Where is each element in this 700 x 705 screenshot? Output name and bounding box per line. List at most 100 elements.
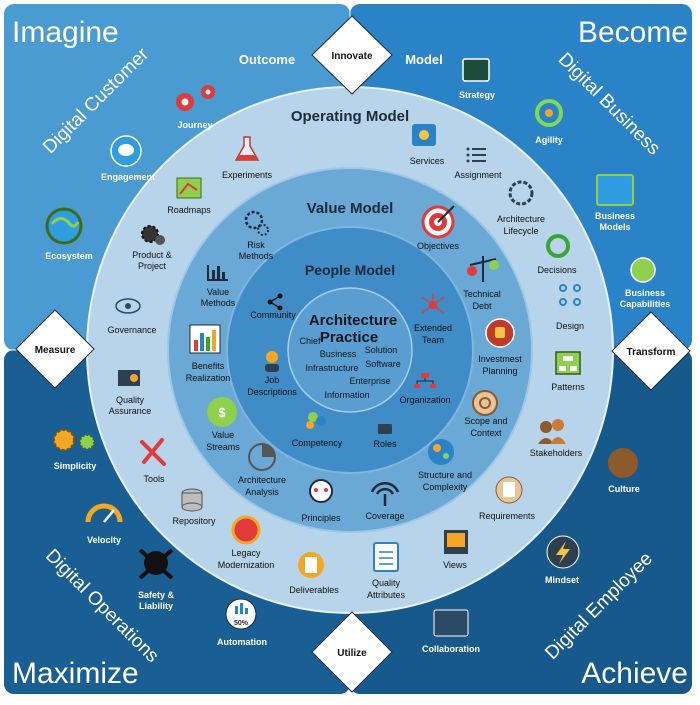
item-design[interactable]: Design — [556, 284, 584, 331]
item-roles[interactable]: Roles — [373, 424, 397, 449]
item-scope-context[interactable]: Scope and Context — [464, 390, 508, 438]
chart-icon — [118, 370, 140, 386]
principles-icon — [309, 479, 333, 503]
job-descriptions-label-1: Job — [265, 375, 280, 385]
eye-icon — [115, 298, 141, 314]
center-word-software: Software — [365, 359, 401, 369]
item-value-streams[interactable]: $ Value Streams — [206, 397, 240, 452]
item-safety-liability[interactable]: Safety & Liability — [138, 548, 175, 611]
center-word-business: Business — [320, 349, 357, 359]
group-icon — [308, 412, 318, 422]
diamond-transform[interactable]: Transform — [611, 311, 691, 391]
item-quality-attributes[interactable]: Quality Attributes — [367, 542, 406, 600]
risk-methods-label-1: Risk — [247, 240, 265, 250]
item-value-methods[interactable]: Value Methods — [201, 265, 236, 308]
assignment-label: Assignment — [454, 170, 502, 180]
item-benefits-realization[interactable]: Benefits Realization — [186, 324, 231, 383]
item-coverage[interactable]: Coverage — [365, 482, 405, 521]
item-assignment[interactable]: Assignment — [454, 147, 502, 181]
item-mindset[interactable]: Mindset — [545, 535, 580, 585]
investment-label-1: Investmest — [478, 354, 522, 364]
item-business-models[interactable]: Business Models — [595, 174, 635, 232]
investment-label-2: Planning — [482, 366, 517, 376]
tools-label: Tools — [143, 474, 165, 484]
services-label: Services — [410, 156, 445, 166]
item-ecosystem[interactable]: Ecosystem — [45, 207, 93, 261]
money-icon — [207, 397, 237, 427]
value-methods-label-2: Methods — [201, 298, 236, 308]
views-label: Views — [443, 560, 467, 570]
ring-title-operating: Operating Model — [291, 108, 409, 125]
deliverables-label: Deliverables — [289, 585, 339, 595]
item-competency[interactable]: Competency — [292, 412, 343, 448]
item-quality-assurance[interactable]: Quality Assurance — [109, 370, 152, 416]
center-word-infrastructure: Infrastructure — [305, 363, 358, 373]
item-velocity[interactable]: Velocity — [85, 503, 123, 545]
item-requirements[interactable]: Requirements — [479, 476, 536, 521]
item-extended-team[interactable]: Extended Team — [414, 293, 452, 345]
item-product-project[interactable]: Product & Project — [132, 225, 172, 271]
item-strategy[interactable]: Strategy — [459, 58, 495, 100]
diamond-measure[interactable]: Measure — [15, 309, 95, 389]
job-descriptions-label-2: Descriptions — [247, 387, 297, 397]
item-community[interactable]: Community — [250, 293, 296, 321]
diamond-innovate[interactable]: Innovate — [311, 15, 393, 95]
clipboard-icon — [373, 542, 399, 572]
quality-assurance-label-1: Quality — [116, 395, 145, 405]
worker-icon — [266, 351, 278, 363]
item-stakeholders[interactable]: Stakeholders — [530, 419, 583, 458]
strategy-icon — [462, 58, 490, 82]
risk-methods-label-2: Methods — [239, 251, 274, 261]
velocity-label: Velocity — [87, 535, 121, 545]
benefits-label-2: Realization — [186, 373, 231, 383]
item-patterns[interactable]: Patterns — [551, 351, 585, 392]
item-engagement[interactable]: Engagement — [101, 135, 155, 182]
item-structure-complexity[interactable]: Structure and Complexity — [418, 439, 472, 492]
item-collaboration[interactable]: Collaboration — [422, 609, 480, 654]
roles-icon — [378, 424, 392, 434]
item-services[interactable]: Services — [410, 124, 445, 166]
item-principles[interactable]: Principles — [301, 479, 341, 523]
item-risk-methods[interactable]: Risk Methods — [239, 210, 274, 261]
agility-label: Agility — [535, 135, 563, 145]
scope-label-2: Context — [470, 428, 502, 438]
item-decisions[interactable]: Decisions — [537, 234, 577, 275]
item-agility[interactable]: Agility — [535, 99, 563, 145]
roles-label: Roles — [373, 439, 397, 449]
item-experiments[interactable]: Experiments — [222, 136, 273, 180]
item-simplicity[interactable]: Simplicity — [53, 429, 97, 471]
item-automation[interactable]: 50% Automation — [217, 598, 267, 647]
item-investment-planning[interactable]: Investmest Planning — [478, 318, 522, 376]
item-organization[interactable]: Organization — [399, 373, 451, 405]
item-architecture-analysis[interactable]: Architecture Analysis — [238, 443, 286, 497]
culture-icon — [608, 448, 638, 478]
architecture-lifecycle-label-2: Lifecycle — [503, 226, 538, 236]
item-technical-debt[interactable]: Technical Debt — [463, 256, 501, 311]
globe-icon — [45, 207, 83, 245]
item-roadmaps[interactable]: Roadmaps — [167, 177, 211, 215]
item-views[interactable]: Views — [443, 530, 468, 570]
item-objectives[interactable]: Objectives — [417, 205, 460, 251]
scope-icon — [472, 390, 498, 416]
patterns-label: Patterns — [551, 382, 585, 392]
item-tools[interactable]: Tools — [140, 438, 166, 484]
center-title-1: Architecture — [309, 312, 397, 329]
automation-label: Automation — [217, 637, 267, 647]
svg-text:$: $ — [218, 405, 226, 420]
journey-label: Journey — [177, 120, 212, 130]
collaboration-label: Collaboration — [422, 644, 480, 654]
item-architecture-lifecycle[interactable]: Architecture Lifecycle — [497, 180, 545, 236]
item-culture[interactable]: Culture — [608, 448, 640, 494]
corner-imagine: Imagine — [12, 16, 119, 49]
item-journey[interactable]: Journey — [176, 85, 215, 130]
center-word-information: Information — [324, 390, 369, 400]
governance-label: Governance — [107, 325, 156, 335]
diamond-utilize[interactable]: Utilize — [311, 611, 393, 693]
item-legacy-modernization[interactable]: Legacy Modernization — [218, 515, 275, 570]
item-business-capabilities[interactable]: Business Capabilities — [620, 257, 671, 309]
item-repository[interactable]: Repository — [172, 488, 216, 526]
item-governance[interactable]: Governance — [107, 298, 157, 335]
label-outcome: Outcome — [239, 52, 295, 67]
item-deliverables[interactable]: Deliverables — [289, 552, 339, 595]
item-job-descriptions[interactable]: Job Descriptions — [247, 351, 297, 397]
